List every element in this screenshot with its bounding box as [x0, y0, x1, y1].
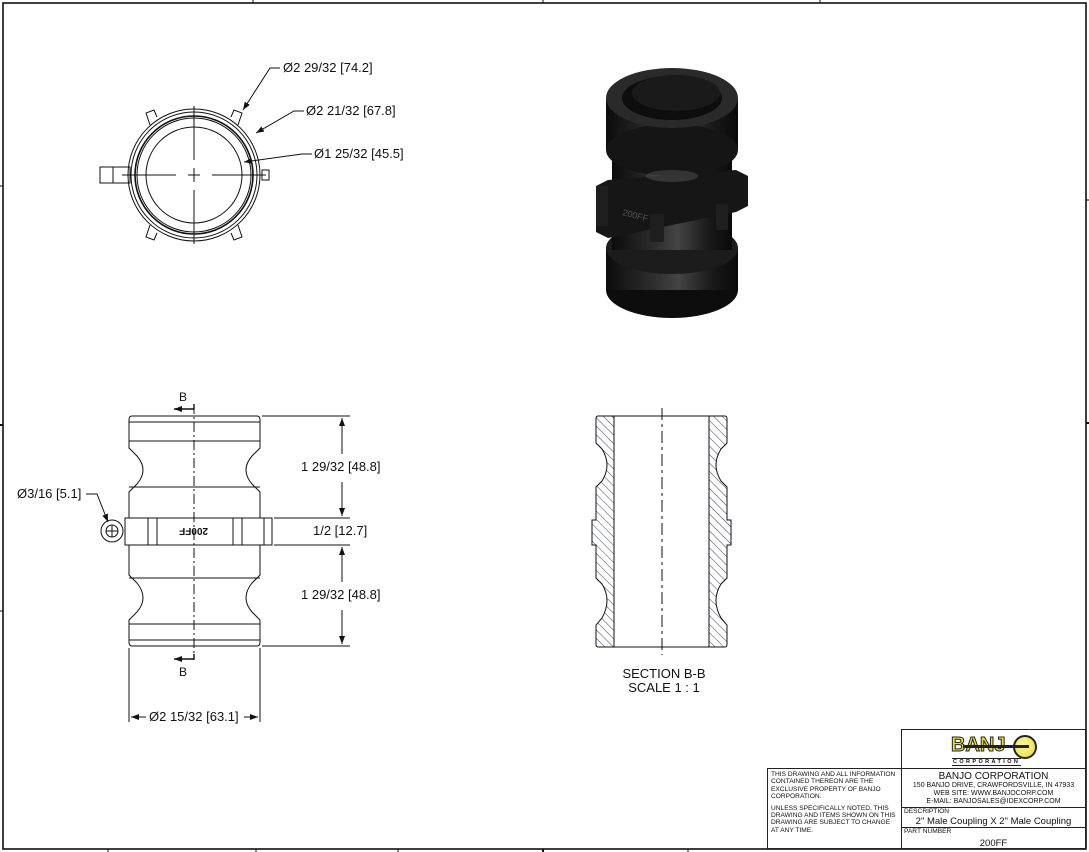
logo-bar-icon — [963, 745, 1029, 748]
upper-height-dim: 1 29/32 [48.8] — [301, 459, 381, 474]
logo-subtitle: CORPORATION — [952, 758, 1022, 766]
title-block-notes: THIS DRAWING AND ALL INFORMATION CONTAIN… — [767, 768, 902, 849]
top-outer-diameter-dim: Ø2 29/32 [74.2] — [283, 60, 373, 75]
top-view — [99, 67, 312, 244]
side-view — [86, 404, 350, 722]
title-block-logo: BANJ CORPORATION — [901, 729, 1086, 769]
top-bore-diameter-dim: Ø1 25/32 [45.5] — [314, 146, 404, 161]
banjo-logo: BANJ CORPORATION — [949, 733, 1045, 767]
hole-diameter-dim: Ø3/16 [5.1] — [17, 486, 82, 501]
isometric-view: 200FF — [596, 68, 748, 318]
section-marker-bottom: B — [179, 665, 188, 679]
lower-height-dim: 1 29/32 [48.8] — [301, 587, 381, 602]
title-block-company: BANJO CORPORATION 150 BANJO DRIVE, CRAWF… — [901, 768, 1086, 808]
description-caption: DESCRIPTION — [904, 808, 950, 815]
ownership-note: THIS DRAWING AND ALL INFORMATION CONTAIN… — [771, 771, 896, 801]
section-scale: SCALE 1 : 1 — [628, 680, 700, 695]
change-note: UNLESS SPECIFICALLY NOTED, THIS DRAWING … — [771, 804, 896, 834]
band-height-dim: 1/2 [12.7] — [313, 523, 368, 538]
description-value: 2" Male Coupling X 2" Male Coupling — [915, 816, 1072, 827]
band-marking: 200FF — [179, 525, 208, 536]
section-marker-top: B — [179, 390, 188, 404]
section-title: SECTION B-B — [622, 666, 706, 681]
body-diameter-dim: Ø2 15/32 [63.1] — [149, 709, 239, 724]
title-block-part-number: PART NUMBER 200FF — [901, 827, 1086, 849]
company-website: WEB SITE: WWW.BANJOCORP.COM — [933, 790, 1054, 797]
part-number-value: 200FF — [979, 838, 1008, 849]
company-address: 150 BANJO DRIVE, CRAWFORDSVILLE, IN 4793… — [912, 782, 1075, 789]
section-view — [591, 408, 732, 655]
company-email: E-MAIL: BANJOSALES@IDEXCORP.COM — [926, 798, 1061, 805]
top-mid-diameter-dim: Ø2 21/32 [67.8] — [306, 103, 396, 118]
title-block-description: DESCRIPTION 2" Male Coupling X 2" Male C… — [901, 807, 1086, 828]
part-number-caption: PART NUMBER — [904, 828, 952, 835]
company-name: BANJO CORPORATION — [938, 771, 1049, 782]
